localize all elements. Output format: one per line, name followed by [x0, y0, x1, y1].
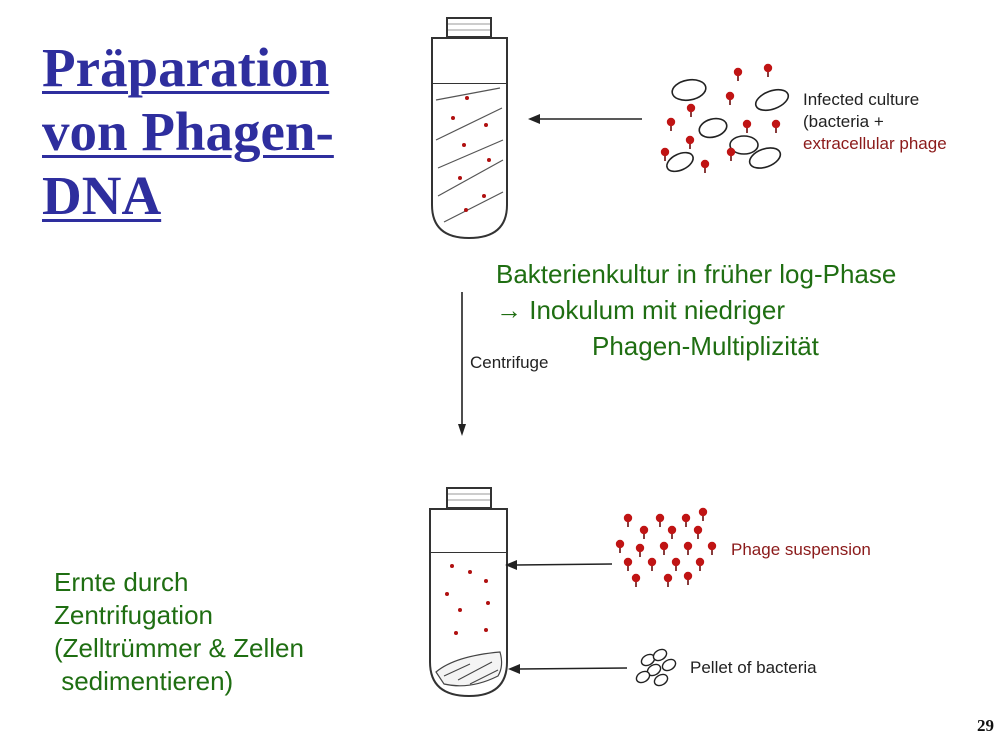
infected-label-line-2: (bacteria +: [803, 112, 884, 131]
phage-suspension-illustration: [614, 506, 718, 588]
bottom-note-line-3: (Zelltrümmer & Zellen: [54, 633, 304, 663]
infected-culture-label: Infected culture (bacteria + extracellul…: [803, 89, 947, 155]
bottom-note-line-1: Ernte durch: [54, 567, 189, 597]
centrifuge-tube-bottom: [429, 487, 508, 698]
top-note: Bakterienkultur in früher log-Phase → In…: [496, 256, 896, 364]
bottom-note-line-4: sedimentieren): [54, 666, 234, 696]
infected-label-line-1: Infected culture: [803, 90, 920, 109]
title-line-1: Präparation: [42, 37, 330, 98]
top-note-line-2: → Inokulum mit niedriger: [496, 295, 785, 325]
title-line-2: von Phagen-: [42, 101, 334, 162]
bottom-note-line-2: Zentrifugation: [54, 600, 213, 630]
centrifuge-arrow: [458, 292, 466, 436]
slide-title: Präparation von Phagen- DNA: [42, 36, 382, 228]
centrifuge-label: Centrifuge: [470, 353, 549, 372]
arrow-phage-to-tube: [505, 560, 613, 570]
infected-label-line-3: extracellular phage: [803, 134, 947, 153]
bacteria-pellet-illustration: [635, 648, 677, 687]
page-number: 29: [977, 716, 994, 735]
pellet-label: Pellet of bacteria: [690, 658, 817, 677]
top-note-line-1: Bakterienkultur in früher log-Phase: [496, 259, 897, 289]
culture-tube-top: [431, 17, 508, 240]
top-note-line-3: Phagen-Multiplizität: [592, 331, 819, 361]
infected-culture-illustration: [659, 62, 790, 174]
arrow-culture-to-tube: [528, 114, 642, 124]
title-line-3: DNA: [42, 165, 162, 226]
phage-suspension-label: Phage suspension: [731, 540, 871, 559]
bottom-note: Ernte durch Zentrifugation (Zelltrümmer …: [54, 566, 304, 698]
arrow-pellet-to-tube: [508, 664, 628, 674]
